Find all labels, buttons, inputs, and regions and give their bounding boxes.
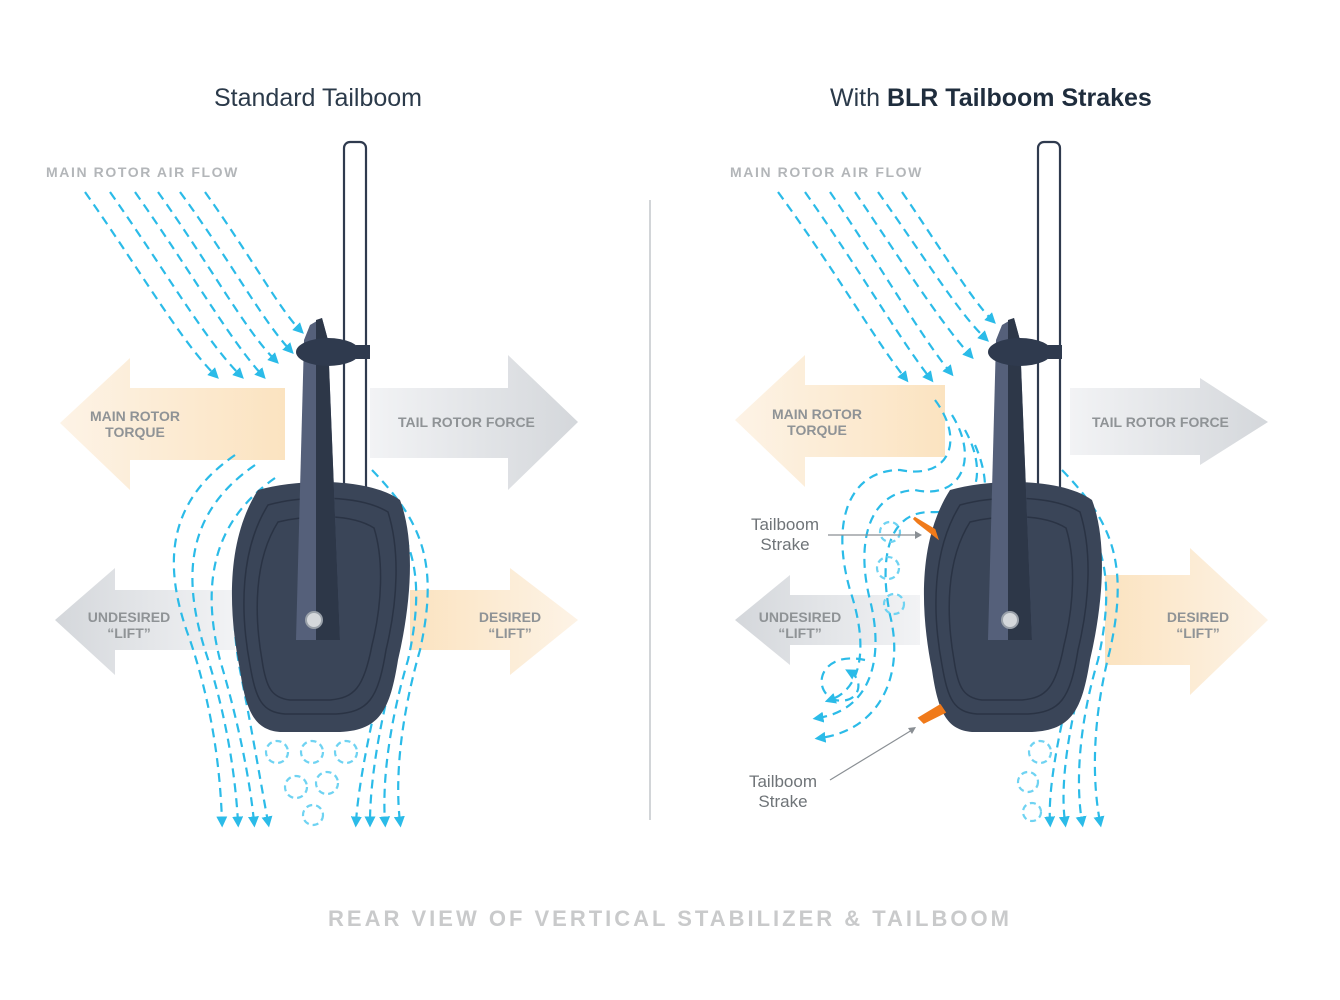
left-airflow-label: MAIN ROTOR AIR FLOW [46,164,239,180]
upper-strake-callout: Tailboom Strake [738,515,832,555]
right-desired-arrow [1105,548,1268,695]
right-tail-rotor-label: TAIL ROTOR FORCE [1092,414,1229,430]
left-torque-label: MAIN ROTOR TORQUE [80,408,190,440]
left-desired-label-line2: “LIFT” [488,625,532,641]
right-desired-label-line1: DESIRED [1166,609,1230,625]
right-title-bold: BLR Tailboom Strakes [886,84,1152,112]
right-torque-label: MAIN ROTOR TORQUE [762,406,872,438]
diagram-caption: REAR VIEW OF VERTICAL STABILIZER & TAILB… [328,906,1012,931]
lower-strake [917,703,947,724]
left-panel-art [55,140,578,828]
right-undesired-label-line2: “LIFT” [778,625,822,641]
right-torque-label-line2: TORQUE [787,422,847,438]
left-panel-title: Standard Tailboom [214,84,423,112]
left-rotor-hub [296,338,360,366]
left-undesired-arrow [55,568,235,675]
left-torque-label-line1: MAIN ROTOR [90,408,180,424]
left-torque-label-line2: TORQUE [105,424,165,440]
upper-strake-callout-line1: Tailboom [750,515,820,534]
right-desired-label-line2: “LIFT” [1176,625,1220,641]
left-desired-label-line1: DESIRED [478,609,542,625]
upper-strake-callout-line2: Strake [760,535,810,554]
right-rotor-hub [988,338,1052,366]
right-torque-label-line1: MAIN ROTOR [772,406,862,422]
left-tail-rotor-label: TAIL ROTOR FORCE [398,414,535,430]
right-title-prefix: With [830,84,887,112]
left-tail-rotor-arrow [370,355,578,490]
left-undesired-label-line2: “LIFT” [107,625,151,641]
right-torque-arrow [735,355,945,487]
lower-strake-callout-line1: Tailboom [748,772,818,791]
upper-strake [912,516,939,541]
right-panel-title: With BLR Tailboom Strakes [830,84,1152,113]
left-undesired-label: UNDESIRED “LIFT” [74,609,184,641]
left-undesired-label-line1: UNDESIRED [87,609,171,625]
right-undesired-arrow [735,575,920,665]
left-desired-arrow [410,568,578,675]
left-torque-arrow [60,358,285,490]
right-airflow-label: MAIN ROTOR AIR FLOW [730,164,923,180]
right-undesired-label-line1: UNDESIRED [758,609,842,625]
right-panel-art [735,140,1268,828]
right-tail-rotor-arrow [1070,378,1268,465]
right-desired-label: DESIRED “LIFT” [1148,609,1248,641]
right-undesired-label: UNDESIRED “LIFT” [745,609,855,641]
lower-strake-callout: Tailboom Strake [736,772,830,812]
lower-strake-callout-line2: Strake [758,792,808,811]
left-desired-label: DESIRED “LIFT” [460,609,560,641]
